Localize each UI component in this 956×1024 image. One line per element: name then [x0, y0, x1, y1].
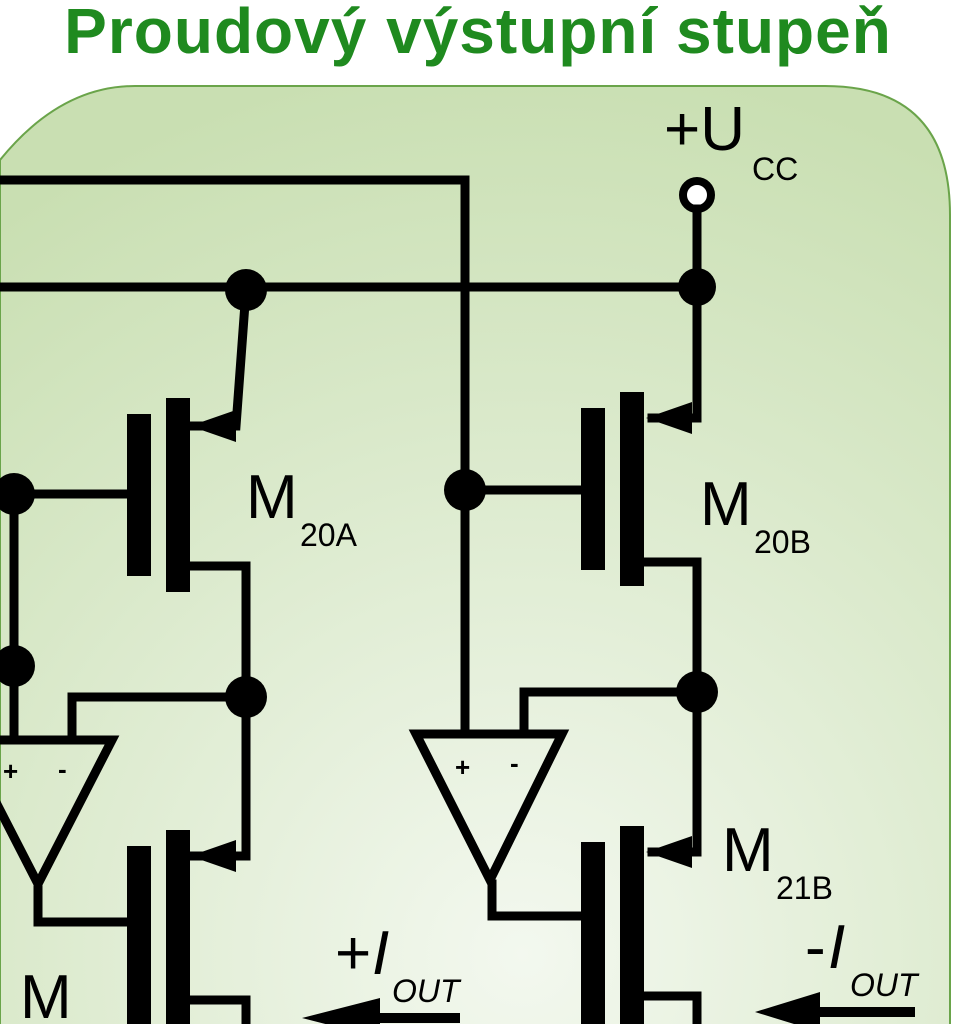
iout-neg-arrowhead: [755, 992, 820, 1024]
m21b-channel: [620, 826, 644, 1024]
m20a-drain-wire: [183, 561, 251, 702]
junction-dot: [678, 268, 716, 306]
iout-neg-sign: -: [805, 913, 826, 982]
opamp-a-minus-label: -: [58, 754, 67, 784]
opamp-a: [0, 735, 120, 894]
m21b-drain-wire: [639, 991, 702, 1024]
opamp-b: [408, 729, 570, 891]
junction-dot: [0, 473, 35, 515]
opamp-b-minus-label: -: [510, 748, 519, 778]
junction-dot: [225, 676, 267, 718]
m21b-label-subscript: 21B: [776, 870, 833, 906]
iout-pos-subscript: OUT: [392, 973, 462, 1009]
m21a-drain-wire: [183, 995, 251, 1024]
junction-dot: [444, 469, 486, 511]
m20a-label-subscript: 20A: [300, 517, 358, 553]
m20b-arrowhead: [646, 402, 692, 434]
m21a-gate-plate: [127, 846, 151, 1024]
m21a-channel: [166, 830, 190, 1024]
opamp-b-output-wire: [487, 879, 590, 921]
opamp-a-plus-label: +: [3, 756, 18, 786]
m21a-arrowhead: [190, 840, 236, 872]
m20a-gate-plate: [127, 414, 151, 576]
opamp-a-minus-wire: [67, 692, 251, 745]
top-wire: [0, 175, 470, 495]
iout-pos-letter: I: [372, 919, 389, 988]
junction-dot: [225, 269, 267, 311]
m20a-channel: [166, 398, 190, 592]
supply-label-subscript: CC: [752, 151, 798, 187]
iout-neg-letter: I: [828, 913, 845, 982]
supply-label: +U: [664, 95, 745, 164]
m21b-arrowhead: [646, 836, 692, 868]
page-title: Proudový výstupní stupeň: [64, 0, 892, 67]
m21b-gate-plate: [581, 842, 605, 1024]
m21a-label: M: [20, 963, 72, 1024]
m20b-channel: [620, 392, 644, 586]
m20b-label-subscript: 20B: [754, 524, 811, 560]
iout-pos-sign: +: [335, 919, 371, 988]
iout-neg-subscript: OUT: [850, 967, 920, 1003]
panel-background: [0, 85, 951, 1024]
m20b-label: M: [700, 470, 752, 539]
junction-dot: [0, 645, 35, 687]
opamp-b-plus-label: +: [455, 752, 470, 782]
m21b-label: M: [722, 816, 774, 885]
m20b-gate-plate: [581, 408, 605, 570]
m20b-drain-wire: [639, 557, 702, 697]
m20a-arrowhead: [190, 410, 236, 442]
m20a-label: M: [246, 463, 298, 532]
junction-dot: [676, 671, 718, 713]
opamp-a-output-wire: [33, 885, 137, 927]
opamp-b-minus-wire: [519, 687, 702, 737]
iout-pos-arrowhead: [302, 998, 380, 1024]
